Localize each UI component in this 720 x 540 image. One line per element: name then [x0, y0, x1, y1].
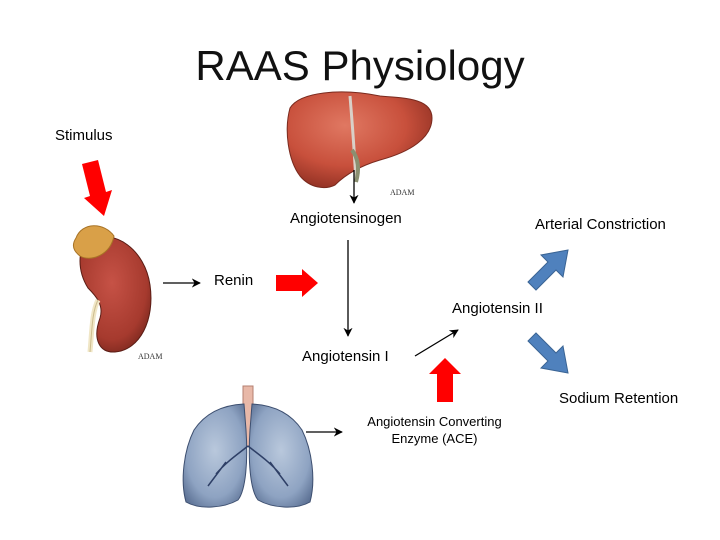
liver-watermark: ADAM: [390, 188, 415, 197]
ace-label: Angiotensin Converting Enzyme (ACE): [352, 413, 517, 447]
arterial-constriction-blue-arrow: [527, 249, 569, 291]
lungs-icon: [182, 385, 314, 508]
liver-icon: [286, 91, 433, 189]
ace-label-line-1: Angiotensin Converting: [367, 414, 502, 429]
angiotensin-1-to-2-arrow: [414, 329, 459, 357]
renin-label: Renin: [214, 272, 254, 289]
sodium-retention-label: Sodium Retention: [559, 390, 679, 407]
arterial-constriction-label: Arterial Constriction: [535, 216, 666, 233]
sodium-retention-blue-arrow: [527, 332, 569, 374]
ace-red-arrow: [429, 358, 461, 402]
stimulus-red-arrow: [82, 160, 112, 216]
angiotensin-1-label: Angiotensin I: [302, 348, 389, 365]
ace-label-line-2: Enzyme (ACE): [391, 431, 478, 446]
stimulus-label: Stimulus: [55, 127, 113, 144]
kidney-icon: [72, 225, 152, 353]
angiotensinogen-label: Angiotensinogen: [290, 210, 402, 227]
slide-title: RAAS Physiology: [195, 42, 525, 89]
angiotensin-2-label: Angiotensin II: [452, 300, 543, 317]
renin-red-arrow: [276, 269, 318, 297]
kidney-watermark: ADAM: [138, 352, 163, 361]
